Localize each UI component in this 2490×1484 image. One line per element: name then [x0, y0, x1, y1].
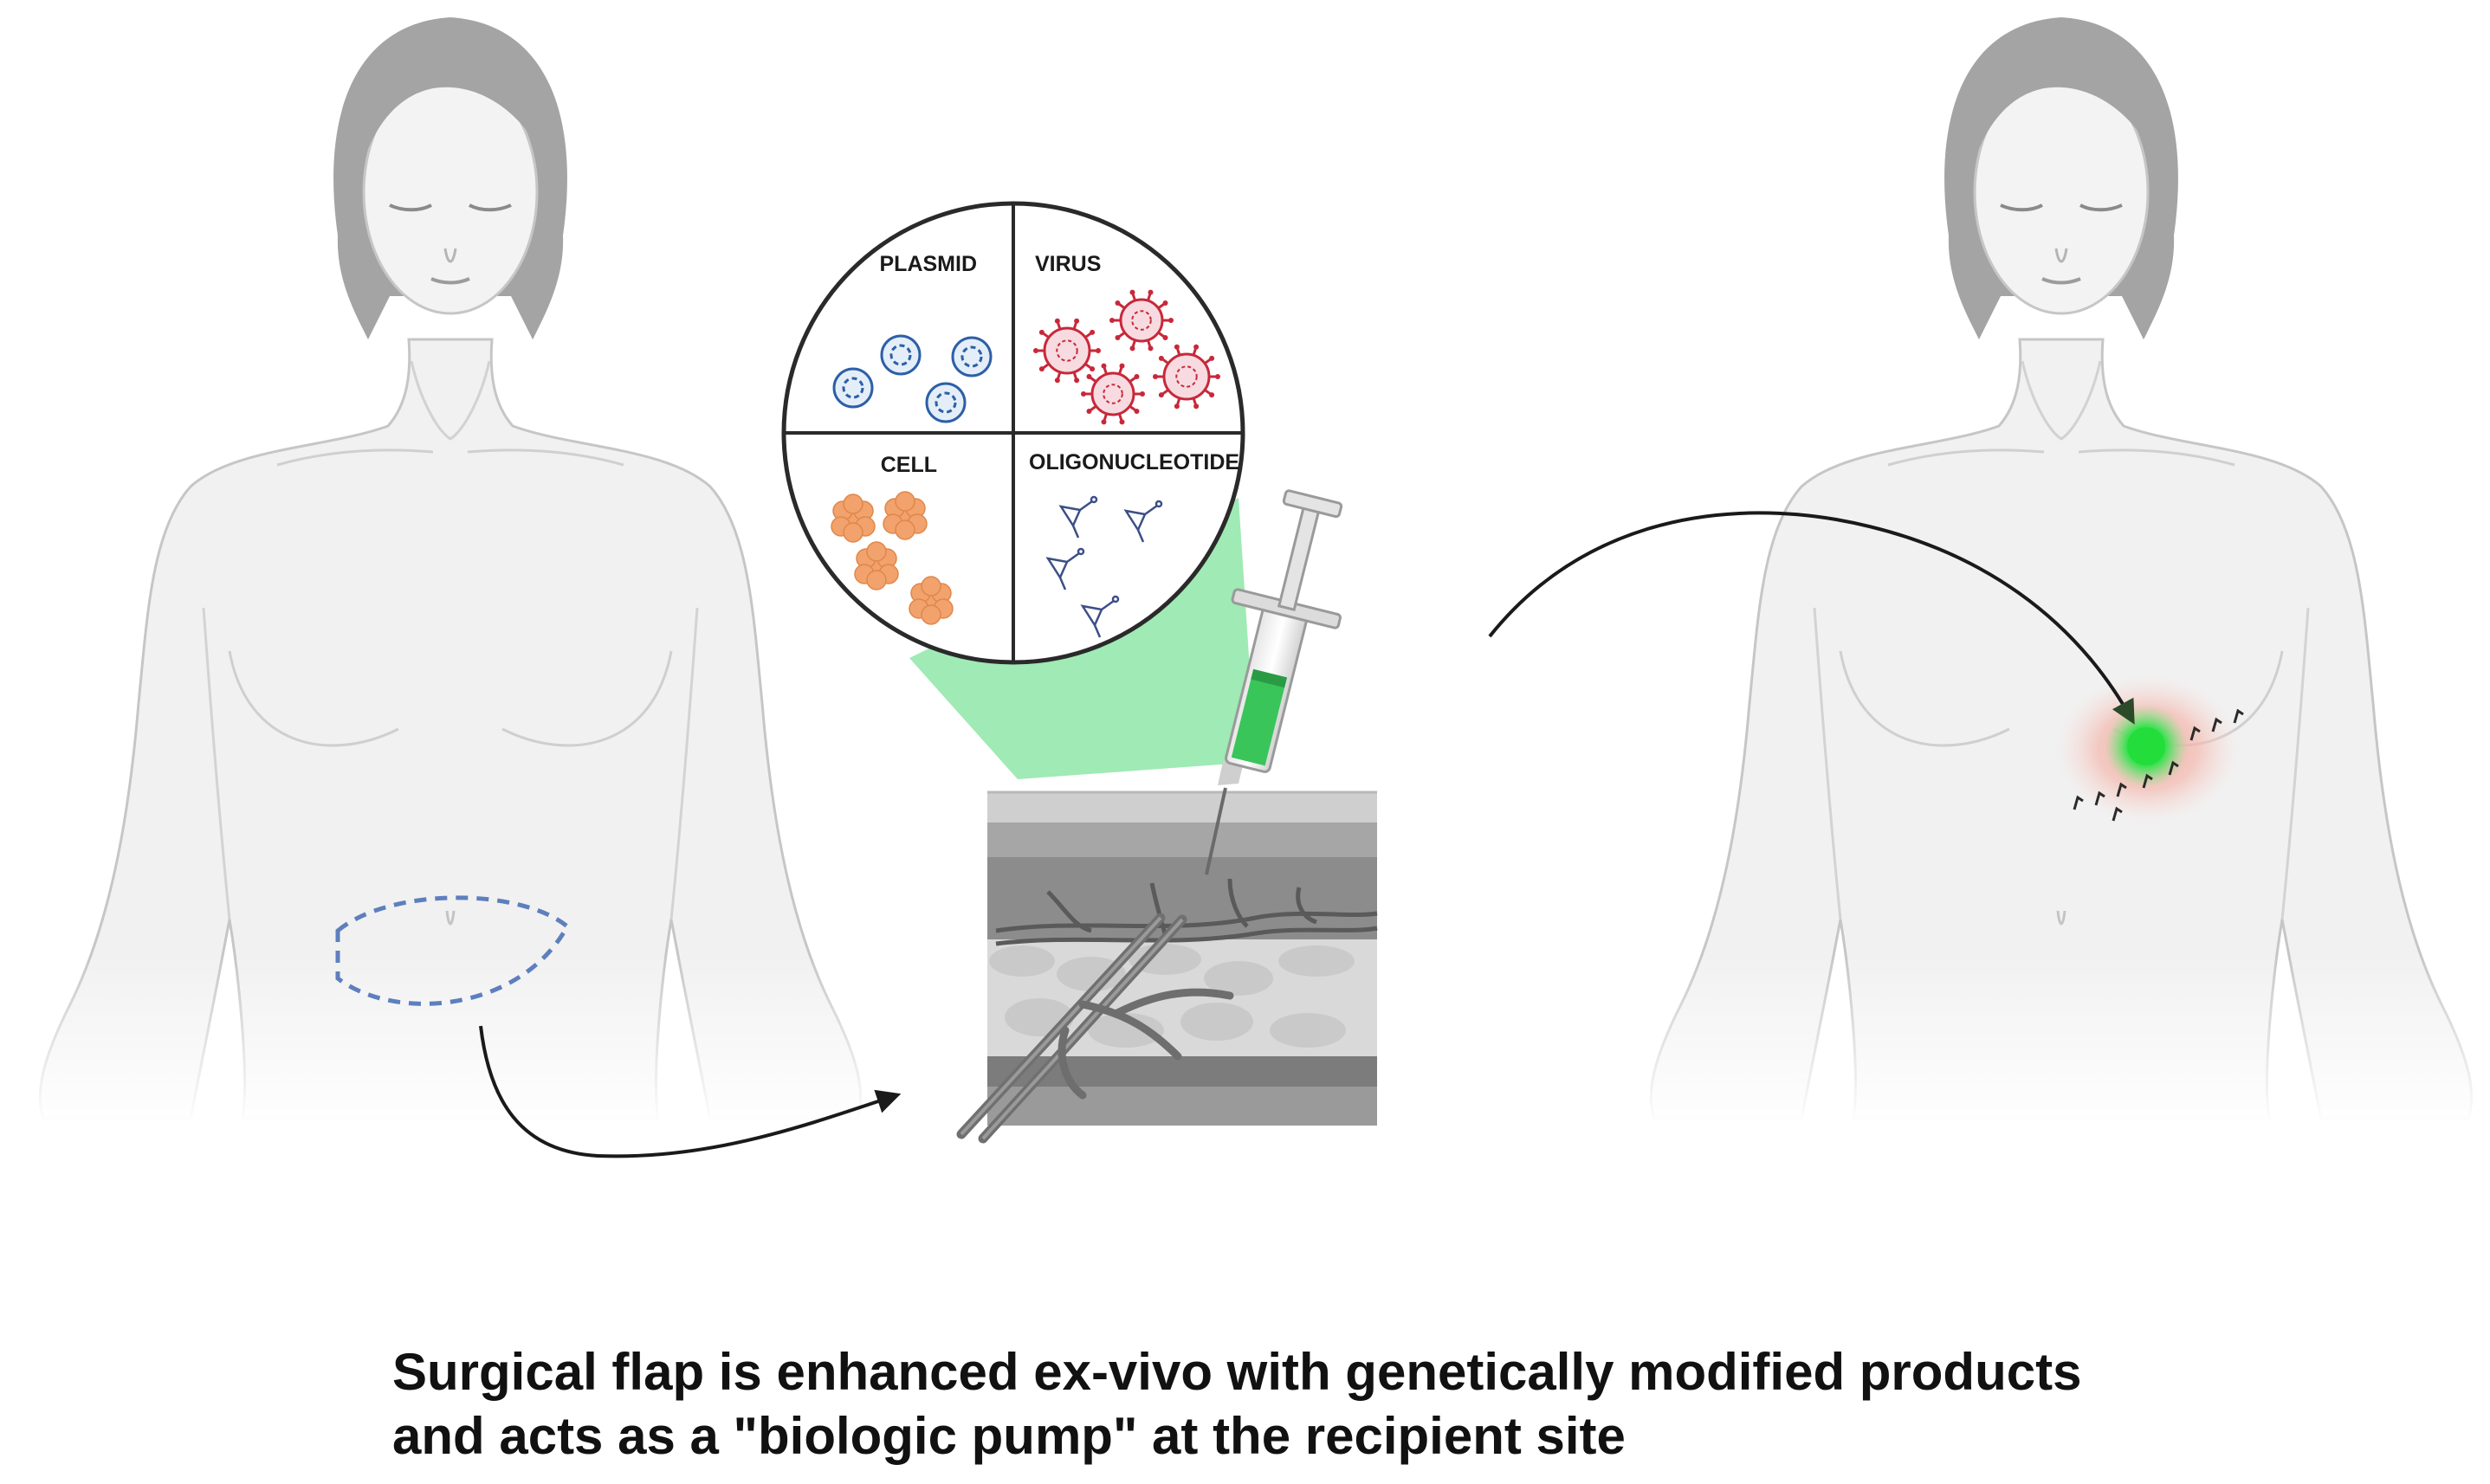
cell-cluster — [831, 494, 876, 543]
caption-line-1: Surgical flap is enhanced ex-vivo with g… — [392, 1343, 2082, 1401]
arrow-flap-to-tissue — [479, 1025, 902, 1158]
implant-site — [2057, 675, 2244, 823]
suture-marks — [2073, 708, 2244, 822]
virus-particle — [1033, 318, 1101, 384]
donor-figure — [0, 16, 902, 1129]
figure-caption: Surgical flap is enhanced ex-vivo with g… — [392, 1340, 2298, 1468]
virus-label: VIRUS — [1035, 252, 1101, 276]
virus-particle — [1081, 363, 1145, 425]
plasmid-label: PLASMID — [880, 252, 978, 276]
quadrant-plasmid: PLASMID — [832, 252, 993, 423]
magnifier-circle: PLASMID VIRUS CELL OLIGONUCLEOTIDE — [781, 201, 1245, 665]
flap-outline — [335, 895, 571, 1006]
oligonucleotide-label: OLIGONUCLEOTIDE — [1029, 450, 1239, 474]
cell-cluster — [909, 576, 954, 625]
plasmid-icon — [832, 334, 993, 423]
cell-cluster — [854, 541, 899, 590]
cell-cluster-icon — [831, 491, 954, 625]
tissue-block — [956, 790, 1378, 1144]
arrow-tissue-to-recipient — [1488, 511, 2135, 725]
virus-icon — [1033, 289, 1220, 425]
quadrant-oligonucleotide: OLIGONUCLEOTIDE — [1029, 450, 1239, 638]
oligonucleotide-icon — [1045, 495, 1163, 638]
cell-cluster — [883, 491, 928, 540]
quadrant-cell: CELL — [831, 453, 954, 625]
virus-particle — [1109, 289, 1174, 352]
caption-line-2: and acts as a "biologic pump" at the rec… — [392, 1407, 1626, 1465]
syringe — [1205, 489, 1343, 875]
cell-label: CELL — [881, 453, 937, 477]
quadrant-virus: VIRUS — [1033, 252, 1220, 425]
recipient-figure — [1609, 16, 2490, 1129]
virus-particle — [1153, 344, 1220, 410]
